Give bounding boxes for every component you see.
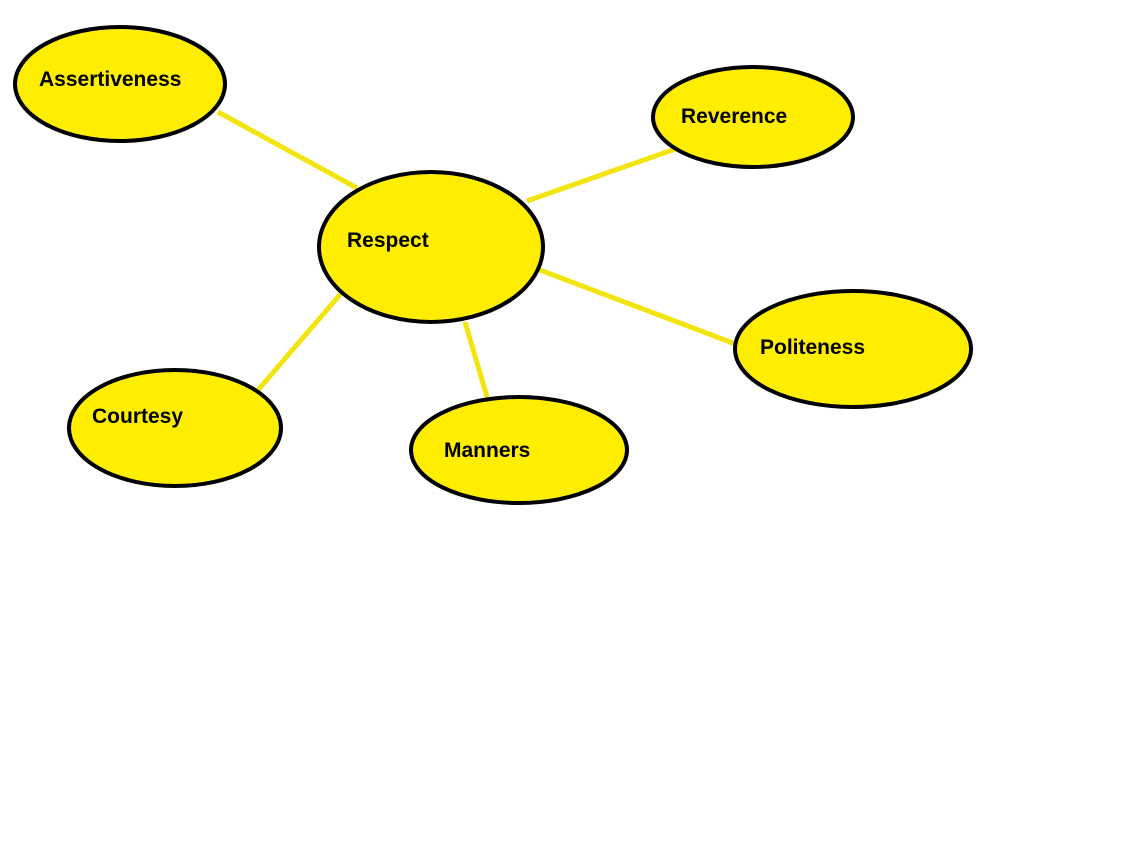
node-reverence[interactable]: Reverence [651,65,855,169]
node-manners[interactable]: Manners [409,395,629,505]
node-courtesy[interactable]: Courtesy [67,368,283,488]
node-courtesy-label: Courtesy [92,405,183,428]
node-manners-shape [409,395,629,505]
connector-respect-assertiveness [216,109,359,191]
node-respect-shape [317,170,545,324]
node-reverence-label: Reverence [681,105,787,128]
node-assertiveness-label: Assertiveness [39,68,181,91]
node-manners-label: Manners [444,439,530,462]
connector-respect-reverence [526,145,679,204]
node-politeness[interactable]: Politeness [733,289,973,409]
node-respect-label: Respect [347,229,429,252]
connector-respect-manners [462,321,491,401]
connectors [216,109,739,401]
connector-respect-courtesy [256,288,346,392]
node-assertiveness[interactable]: Assertiveness [13,25,227,143]
node-politeness-shape [733,289,973,409]
node-courtesy-shape [67,368,283,488]
node-politeness-label: Politeness [760,336,865,359]
node-assertiveness-shape [13,25,227,143]
node-respect-center[interactable]: Respect [317,170,545,324]
node-reverence-shape [651,65,855,169]
connector-respect-politeness [539,267,739,348]
